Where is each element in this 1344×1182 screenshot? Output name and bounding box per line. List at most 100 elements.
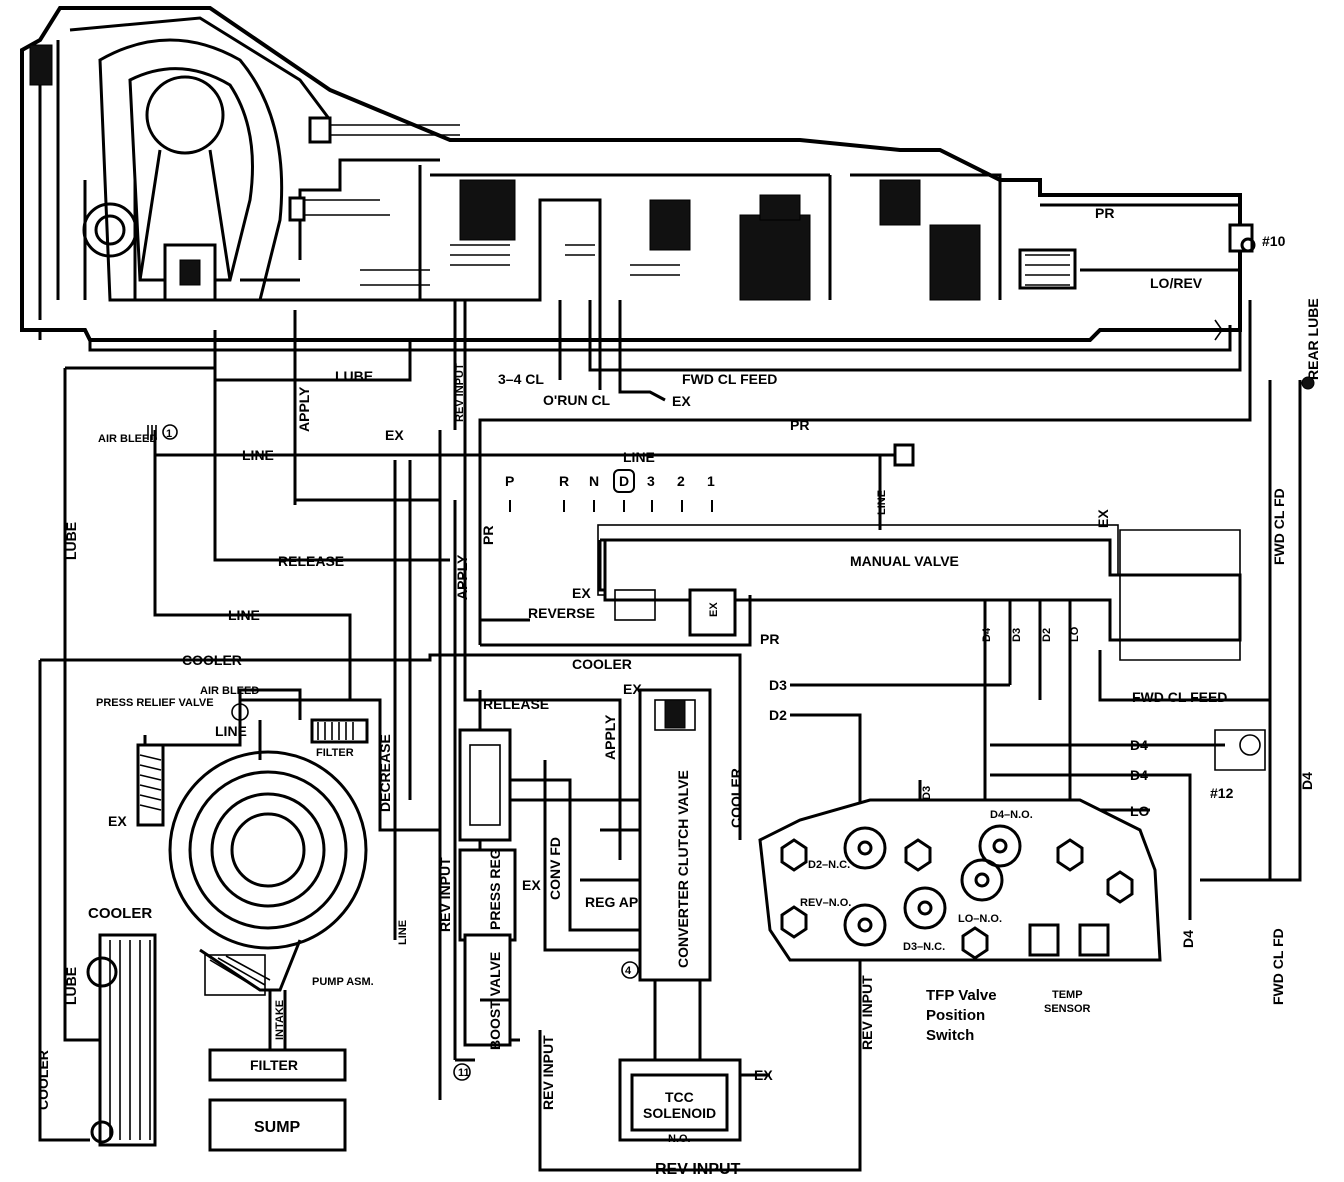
label-lube-top: LUBE — [335, 368, 373, 384]
label-rev-input-v2: REV INPUT — [540, 1035, 556, 1110]
label-ex-reverse: EX — [572, 585, 591, 601]
label-conv-fd: CONV FD — [547, 837, 563, 900]
label-d4-h1: D4 — [1130, 737, 1148, 753]
tfp-label-2: Position — [926, 1007, 985, 1024]
tfp-d4-no: D4–N.O. — [990, 809, 1033, 821]
manual-position-P: P — [505, 473, 514, 489]
tfp-d3-vert: D3 — [921, 786, 933, 800]
label-cooler-2: COOLER — [572, 656, 632, 672]
label-line-top: LINE — [242, 447, 274, 463]
tfp-d2-nc: D2–N.C. — [808, 859, 850, 871]
label-rev-input-bottom: REV INPUT — [655, 1161, 741, 1178]
label-lo-v: LO — [1069, 626, 1081, 642]
label-d4-h2: D4 — [1130, 767, 1148, 783]
label-ex-top: EX — [385, 427, 404, 443]
tfp-temp-1: TEMP — [1052, 989, 1083, 1001]
label-ex-2: EX — [623, 681, 642, 697]
selected-position-box — [613, 469, 635, 493]
label-decrease: DECREASE — [377, 734, 393, 812]
label-ex-box: EX — [708, 602, 720, 617]
manual-position-2: 2 — [677, 473, 685, 489]
label-lube-left: LUBE — [63, 522, 79, 560]
tfp-lo-no: LO–N.O. — [958, 913, 1002, 925]
label-cooler-1: COOLER — [182, 652, 242, 668]
label-rev-input-top: REV INPUT — [454, 363, 466, 422]
label-apply-v: APPLY — [296, 386, 312, 432]
label-lube-low: LUBE — [63, 967, 79, 1005]
label-pr-left: PR — [480, 526, 496, 545]
label-check-4: 4 — [625, 965, 632, 977]
passages — [38, 300, 1302, 1172]
label-ex-3: EX — [522, 877, 541, 893]
label-sump: SUMP — [254, 1119, 301, 1136]
tfp-rev-no: REV–N.O. — [800, 897, 851, 909]
label-d3-v: D3 — [1011, 628, 1023, 642]
label-fwd-cl-feed-top: FWD CL FEED — [682, 371, 777, 387]
label-d3-left: D3 — [769, 677, 787, 693]
label-boost-valve: BOOST VALVE — [487, 952, 503, 1050]
label-tcc-2: SOLENOID — [643, 1105, 716, 1121]
label-pr-mid: PR — [790, 417, 809, 433]
label-lo-rev: LO/REV — [1150, 275, 1203, 291]
manual-position-3: 3 — [647, 473, 655, 489]
label-check-11: 11 — [458, 1067, 470, 1079]
label-line-2: LINE — [228, 607, 260, 623]
label-tcc-1: TCC — [665, 1089, 694, 1105]
label-n-o: N.O. — [668, 1133, 691, 1145]
label-intake: INTAKE — [274, 1000, 286, 1040]
label-line-vert: LINE — [876, 490, 888, 515]
label-rev-input-v3: REV INPUT — [859, 975, 875, 1050]
manual-position-D: D — [619, 473, 629, 489]
label-apply-2: APPLY — [454, 554, 470, 600]
label-d4-v: D4 — [981, 627, 993, 642]
label-line-bottom: LINE — [397, 920, 409, 945]
label-pr: PR — [1095, 205, 1114, 221]
label-air-bleed: AIR BLEED — [98, 433, 157, 445]
manual-position-R: R — [559, 473, 569, 489]
manual-position-N: N — [589, 473, 599, 489]
label-pump-asm: PUMP ASM. — [312, 976, 374, 988]
tfp-label-3: Switch — [926, 1027, 974, 1044]
label-apply-3: APPLY — [602, 714, 618, 760]
label-air-bleed-2: AIR BLEED — [200, 685, 259, 697]
label-ex-tcc: EX — [754, 1067, 773, 1083]
label-line-manual: LINE — [623, 449, 655, 465]
label-reverse: REVERSE — [528, 605, 595, 621]
label-cooler-v: COOLER — [728, 768, 744, 828]
label-filter: FILTER — [250, 1057, 298, 1073]
label-ex-manual: EX — [1095, 509, 1111, 528]
label-fwd-cl-fd-right: FWD CL FD — [1271, 488, 1287, 565]
label-filter-small: FILTER — [316, 747, 354, 759]
transmission-case — [20, 6, 1256, 352]
manual-valve-title: MANUAL VALVE — [850, 553, 959, 569]
tfp-temp-2: SENSOR — [1044, 1003, 1091, 1015]
label-d4-vert2: D4 — [1299, 772, 1315, 790]
tfp-d3-nc: D3–N.C. — [903, 941, 945, 953]
label-check-10: #10 — [1262, 233, 1286, 249]
tfp-label-1: TFP Valve — [926, 987, 997, 1004]
label-cooler-low: COOLER — [35, 1050, 51, 1110]
labels: PR LO/REV #10 REAR LUBE LUBE APPLY REV I… — [35, 205, 1321, 1178]
label-line-3: LINE — [215, 723, 247, 739]
label-press-reg: PRESS REG — [487, 848, 503, 930]
label-rear-lube: REAR LUBE — [1305, 298, 1321, 380]
label-d2-left: D2 — [769, 707, 787, 723]
label-lo-h: LO — [1130, 803, 1150, 819]
label-rev-input-v1: REV INPUT — [437, 857, 453, 932]
label-press-relief: PRESS RELIEF VALVE — [96, 697, 214, 709]
label-d2-v: D2 — [1041, 628, 1053, 642]
label-release-1: RELEASE — [278, 553, 344, 569]
label-3-4-cl: 3–4 CL — [498, 371, 544, 387]
label-fwd-cl-feed-mid: FWD CL FEED — [1132, 689, 1227, 705]
label-cooler: COOLER — [88, 905, 152, 922]
label-d4-vert3: D4 — [1180, 930, 1196, 948]
label-ex-orun: EX — [672, 393, 691, 409]
label-check-1: 1 — [166, 428, 172, 440]
label-release-2: RELEASE — [483, 696, 549, 712]
label-check-12: #12 — [1210, 785, 1234, 801]
label-converter-clutch-valve: CONVERTER CLUTCH VALVE — [675, 770, 691, 968]
label-pr-low: PR — [760, 631, 779, 647]
manual-position-1: 1 — [707, 473, 715, 489]
